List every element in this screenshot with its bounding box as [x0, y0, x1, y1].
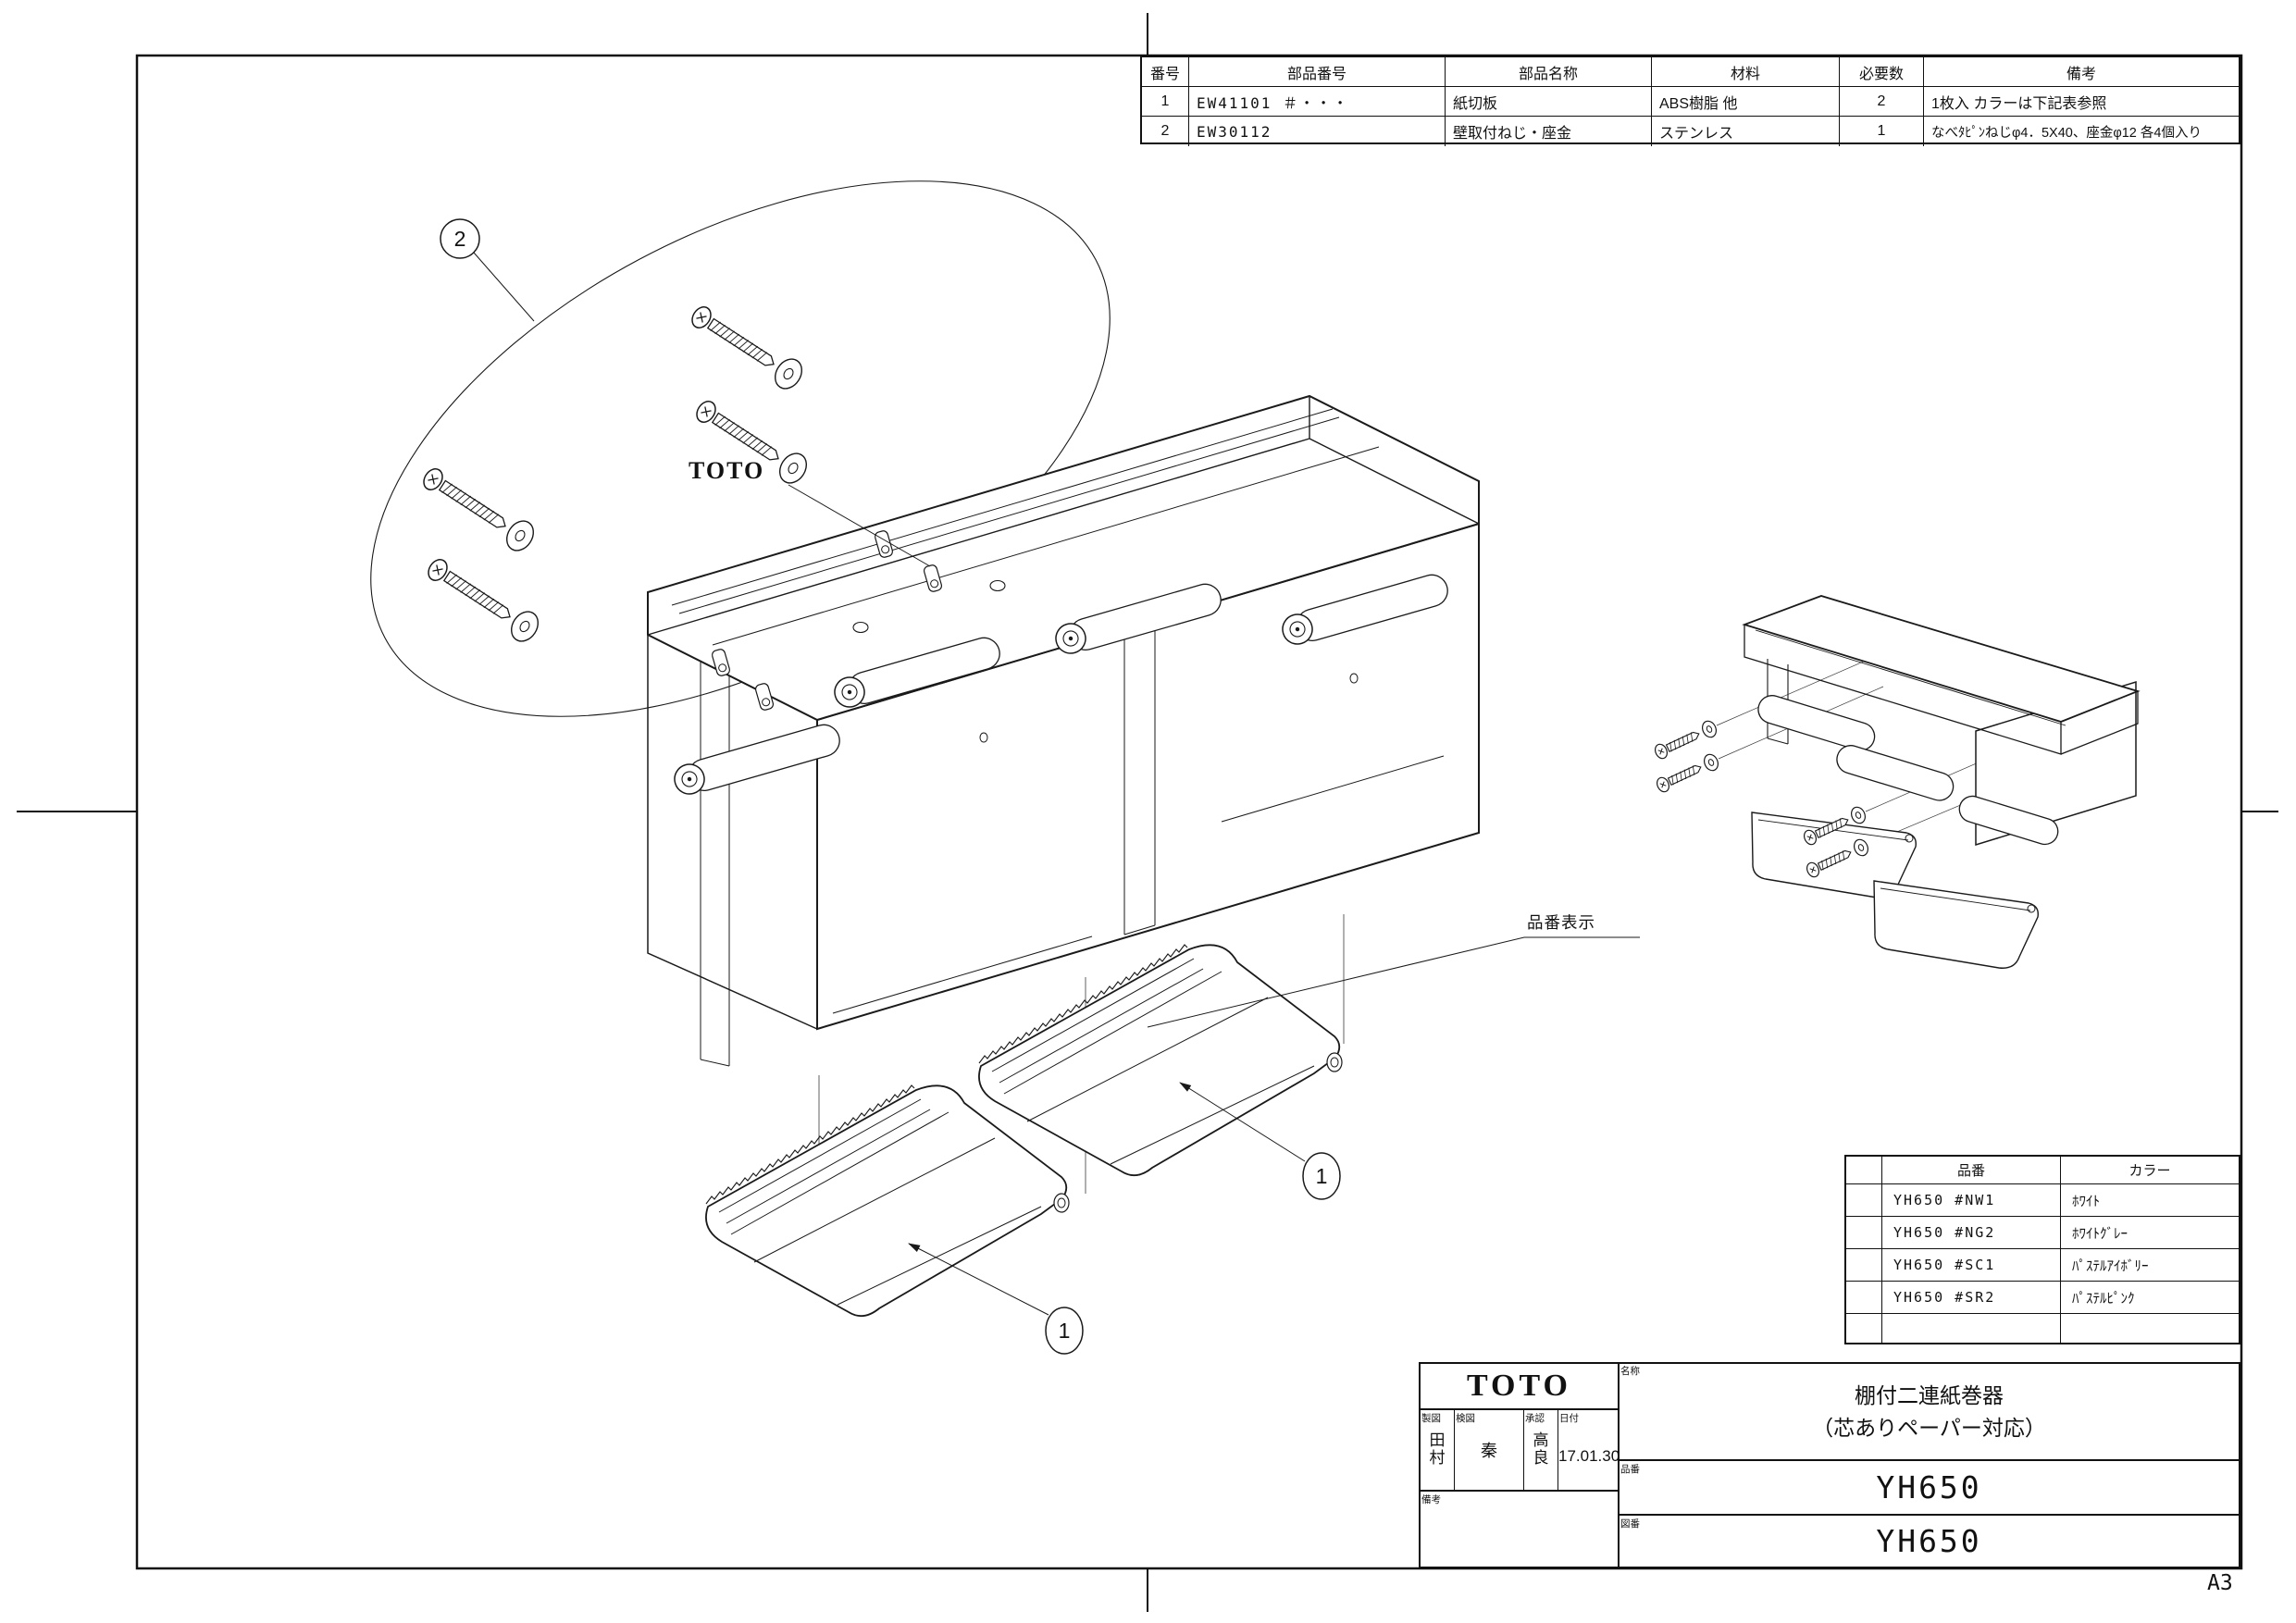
signature-row: 製図 田村 検図 秦 承認 高良 日付 17.01.30 [1421, 1410, 1620, 1492]
assembled-view [1652, 595, 2141, 969]
checker-cell: 検図 秦 [1455, 1410, 1524, 1490]
color-table-corner [1846, 1157, 1882, 1184]
parts-table: 番号 部品番号 部品名称 材料 必要数 備考 1 EW41101 ＃・・・ 紙切… [1140, 56, 2240, 146]
cutter-plate-left [705, 1084, 1070, 1318]
col-header: 備考 [1924, 57, 2239, 87]
title-block-right: 名称 棚付二連紙巻器 （芯ありペーパー対応） 品番 YH650 図番 YH650 [1618, 1364, 2239, 1567]
drafter-name: 田村 [1429, 1431, 1446, 1467]
date-cell: 日付 17.01.30 [1558, 1410, 1620, 1490]
name-cell: 名称 棚付二連紙巻器 （芯ありペーパー対応） [1620, 1364, 2239, 1459]
drawing-no-cell: 図番 YH650 [1620, 1514, 2239, 1567]
col-header: 番号 [1142, 57, 1189, 87]
cell-color: ﾎﾜｲﾄ [2061, 1184, 2239, 1217]
cell-color: ﾊﾟｽﾃﾙﾋﾟﾝｸ [2061, 1282, 2239, 1314]
balloon-2: 2 [453, 226, 466, 251]
approver-cell: 承認 高良 [1524, 1410, 1558, 1490]
drafter-cell: 製図 田村 [1421, 1410, 1455, 1490]
cell-color [2061, 1314, 2239, 1343]
cell-part-name: 紙切板 [1446, 87, 1652, 117]
cell-remarks: 1枚入 カラーは下記表参照 [1924, 87, 2239, 117]
sheet-size-label: A3 [2207, 1571, 2233, 1595]
part-no-label: 品番 [1620, 1464, 1640, 1475]
title-block-left: TOTO 製図 田村 検図 秦 承認 高良 日付 17.01.30 [1421, 1364, 1620, 1567]
cell-code: YH650 #SC1 [1882, 1249, 2061, 1282]
leader-lines [473, 252, 1640, 1316]
product-code-label: 品番表示 [1527, 913, 1595, 932]
cell-code: YH650 #NG2 [1882, 1217, 2061, 1249]
cell-material: ステンレス [1652, 117, 1840, 146]
col-header: 部品名称 [1446, 57, 1652, 87]
col-header: 必要数 [1840, 57, 1924, 87]
col-header: 品番 [1882, 1157, 2061, 1184]
col-header: 材料 [1652, 57, 1840, 87]
brand-logo-label: TOTO [689, 457, 765, 484]
cell-part-number: EW41101 ＃・・・ [1189, 87, 1446, 117]
product-name-line2: （芯ありペーパー対応） [1812, 1415, 2046, 1440]
cell-part-name: 壁取付ねじ・座金 [1446, 117, 1652, 146]
balloon-1-right: 1 [1315, 1163, 1328, 1188]
drawing-no-label: 図番 [1620, 1518, 1640, 1530]
cell-qty: 2 [1840, 87, 1924, 117]
approver-name: 高良 [1533, 1431, 1549, 1467]
cell-code: YH650 #SR2 [1882, 1282, 2061, 1314]
product-name-line1: 棚付二連紙巻器 [1855, 1383, 2004, 1407]
balloon-1-left: 1 [1058, 1318, 1071, 1343]
row-index [1846, 1217, 1882, 1249]
remarks-cell: 備考 [1421, 1492, 1618, 1567]
cell-no: 1 [1142, 87, 1189, 117]
row-index [1846, 1282, 1882, 1314]
main-body [647, 394, 1480, 1067]
company-logo: TOTO [1421, 1364, 1618, 1410]
cell-code: YH650 #NW1 [1882, 1184, 2061, 1217]
date-value: 17.01.30 [1558, 1447, 1620, 1465]
cell-color: ﾎﾜｲﾄｸﾞﾚｰ [2061, 1217, 2239, 1249]
checker-label: 検図 [1456, 1413, 1475, 1424]
col-header: 部品番号 [1189, 57, 1446, 87]
drafter-label: 製図 [1421, 1413, 1441, 1424]
date-label: 日付 [1559, 1413, 1579, 1424]
row-index [1846, 1184, 1882, 1217]
checker-name: 秦 [1481, 1442, 1497, 1460]
cutter-plate-right [978, 944, 1343, 1177]
balloon-shapes [440, 218, 1341, 1355]
row-index [1846, 1249, 1882, 1282]
cell-qty: 1 [1840, 117, 1924, 146]
part-no-cell: 品番 YH650 [1620, 1459, 2239, 1514]
color-table: 品番 カラー YH650 #NW1 ﾎﾜｲﾄ YH650 #NG2 ﾎﾜｲﾄｸﾞ… [1844, 1155, 2240, 1344]
approver-label: 承認 [1525, 1413, 1545, 1424]
cell-color: ﾊﾟｽﾃﾙｱｲﾎﾞﾘｰ [2061, 1249, 2239, 1282]
cell-code [1882, 1314, 2061, 1343]
col-header: カラー [2061, 1157, 2239, 1184]
row-index [1846, 1314, 1882, 1343]
cell-material: ABS樹脂 他 [1652, 87, 1840, 117]
title-block: TOTO 製図 田村 検図 秦 承認 高良 日付 17.01.30 [1419, 1362, 2240, 1568]
cell-no: 2 [1142, 117, 1189, 146]
cell-remarks: なべﾀﾋﾟﾝねじφ4．5X40、座金φ12 各4個入り [1931, 125, 2202, 141]
remarks-label: 備考 [1421, 1494, 1441, 1505]
drawing-no-value: YH650 [1876, 1523, 1982, 1559]
name-label: 名称 [1620, 1366, 1640, 1377]
part-no-value: YH650 [1876, 1469, 1982, 1505]
cell-part-number: EW30112 [1189, 117, 1446, 146]
